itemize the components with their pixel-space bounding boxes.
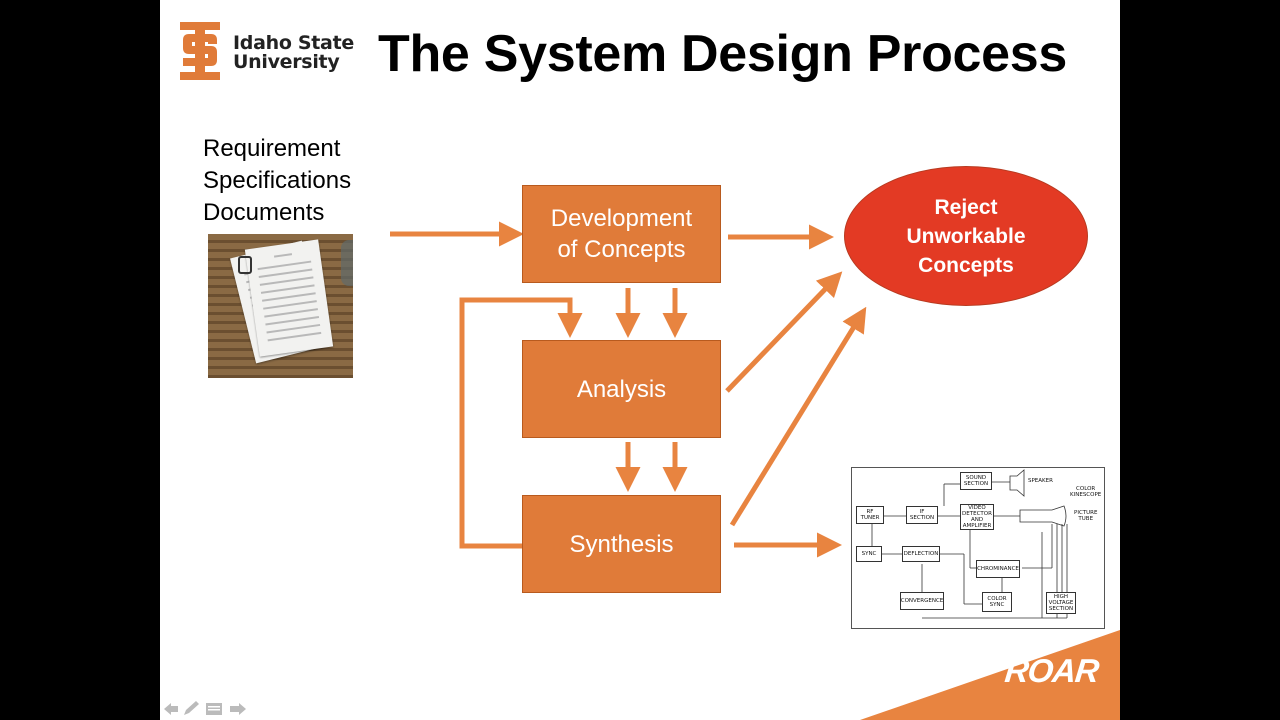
- logo-line-1: Idaho State: [233, 32, 354, 54]
- logo-line-2: University: [233, 51, 340, 73]
- slide-title: The System Design Process: [378, 25, 1068, 83]
- arrow-synthesis-to-reject: [729, 306, 867, 527]
- convergence-block: CONVERGENCE: [900, 592, 944, 610]
- reject-ellipse: Reject Unworkable Concepts: [844, 166, 1088, 306]
- synthesis-label: Synthesis: [569, 530, 674, 558]
- documents-photo: [208, 234, 353, 378]
- isu-logo-icon: [180, 22, 220, 80]
- prev-arrow-icon[interactable]: [164, 703, 178, 715]
- reject-line-3: Concepts: [918, 253, 1014, 277]
- university-name: Idaho State University: [233, 34, 354, 72]
- development-line-2: of Concepts: [557, 236, 686, 263]
- slide-nav-controls: [164, 701, 246, 715]
- reject-line-1: Reject: [934, 195, 998, 219]
- development-line-1: Development: [550, 205, 693, 232]
- analysis-box: Analysis: [522, 340, 721, 438]
- arrow-analysis-to-reject: [725, 271, 843, 393]
- corner-banner: [860, 630, 1120, 720]
- requirements-line-3: Documents: [203, 199, 325, 226]
- requirements-line-1: Requirement: [203, 135, 341, 162]
- sync-block: SYNC: [856, 546, 882, 562]
- development-box: Development of Concepts: [522, 185, 721, 283]
- deflection-block: DEFLECTION: [902, 546, 940, 562]
- requirements-line-2: Specifications: [203, 167, 352, 194]
- feedback-loop-arrow: [459, 297, 583, 549]
- menu-icon[interactable]: [206, 703, 222, 715]
- flow-arrows: [390, 221, 867, 558]
- speaker-label: SPEAKER: [1028, 478, 1053, 484]
- analysis-label: Analysis: [576, 375, 667, 403]
- synthesis-box: Synthesis: [522, 495, 721, 593]
- roar-brand: ROAR: [1002, 652, 1100, 689]
- pen-icon[interactable]: [184, 701, 199, 715]
- reject-line-2: Unworkable: [906, 224, 1026, 248]
- chrominance-block: CHROMINANCE: [976, 560, 1020, 578]
- next-arrow-icon[interactable]: [230, 703, 246, 715]
- slide: Idaho State University The System Design…: [160, 0, 1120, 720]
- requirements-label: Requirement Specifications Documents: [203, 133, 351, 229]
